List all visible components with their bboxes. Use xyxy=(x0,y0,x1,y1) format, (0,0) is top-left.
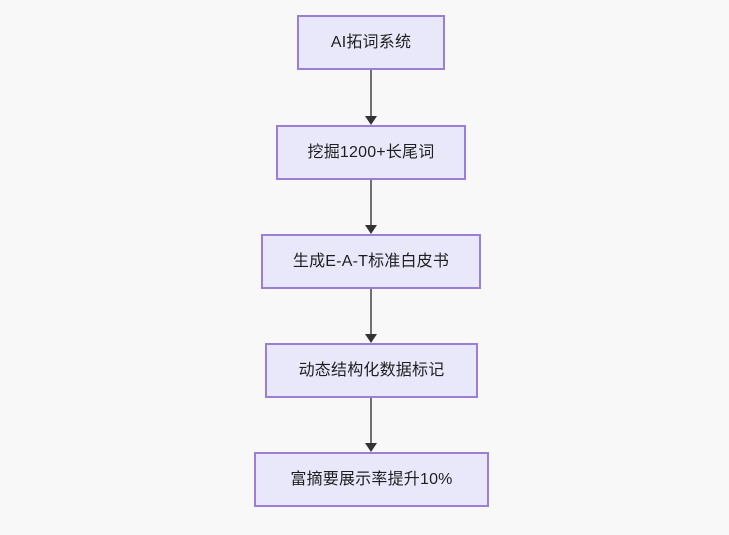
arrow-down-icon xyxy=(365,443,377,452)
flow-edge-1 xyxy=(361,70,381,125)
flow-node-generate-eat-whitepaper[interactable]: 生成E-A-T标准白皮书 xyxy=(261,234,481,289)
flow-node-label: 动态结构化数据标记 xyxy=(298,361,445,379)
flow-node-dynamic-structured-data-markup[interactable]: 动态结构化数据标记 xyxy=(265,343,478,398)
edge-line xyxy=(370,398,372,444)
flow-node-ai-keyword-system[interactable]: AI拓词系统 xyxy=(297,15,445,70)
flow-edge-2 xyxy=(361,180,381,234)
flow-node-label: AI拓词系统 xyxy=(330,33,412,51)
edge-line xyxy=(370,70,372,117)
arrow-down-icon xyxy=(365,225,377,234)
flow-node-label: 生成E-A-T标准白皮书 xyxy=(292,252,450,270)
edge-line xyxy=(370,289,372,335)
flow-edge-4 xyxy=(361,398,381,452)
flow-node-label: 挖掘1200+长尾词 xyxy=(307,143,435,161)
arrow-down-icon xyxy=(365,116,377,125)
edge-line xyxy=(370,180,372,226)
flow-node-mine-longtail-keywords[interactable]: 挖掘1200+长尾词 xyxy=(276,125,466,180)
flow-node-rich-snippet-impression-lift[interactable]: 富摘要展示率提升10% xyxy=(254,452,489,507)
arrow-down-icon xyxy=(365,334,377,343)
flow-node-label: 富摘要展示率提升10% xyxy=(290,470,453,488)
flow-edge-3 xyxy=(361,289,381,343)
